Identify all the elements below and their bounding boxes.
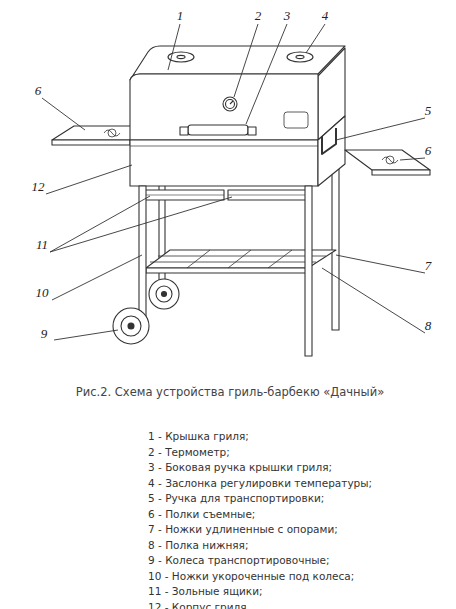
parts-list-item: 2 - Термометр; [148,446,230,459]
callout-number: 9 [41,326,48,341]
parts-list-item: 9 - Колеса транспортировочные; [148,554,330,567]
right-shelf [345,150,430,170]
grill-body [130,140,318,186]
ash-drawer-rim [140,195,224,196]
right-shelf-logo [382,156,398,164]
callout-number: 5 [425,103,432,118]
front-right-leg [305,186,312,356]
lid-handle [188,125,248,135]
callout-number: 6 [35,83,42,98]
callout-number: 10 [36,285,49,300]
back-wheel-hub [156,286,172,302]
callout-number: 7 [425,258,432,273]
lid-front [130,74,318,140]
front-wheel-axle [128,323,134,329]
left-shelf [52,126,142,140]
callout-number: 4 [322,8,329,23]
parts-list-item: 10 - Ножки укороченные под колеса; [148,570,354,583]
lower-shelf-edge [146,268,308,273]
ash-drawer [140,190,224,200]
parts-list-item: 4 - Заслонка регулировки температуры; [148,477,372,490]
ash-drawer-rim [228,195,308,196]
transport-handle [322,128,336,154]
callout-number: 3 [284,8,291,23]
parts-list-item: 8 - Полка нижняя; [148,539,248,552]
callout-number: 6 [425,143,432,158]
callout-number: 8 [425,318,432,333]
leader-lines [42,24,425,340]
front-wheel [113,308,149,344]
parts-list-item: 7 - Ножки удлиненные с опорами; [148,523,338,536]
back-right-leg [332,160,339,330]
thermometer-dial [226,100,235,109]
left-shelf-logo [104,129,120,137]
parts-list-item: 3 - Боковая ручка крышки гриля; [148,461,332,474]
parts-list-item: 11 - Зольные ящики; [148,585,263,598]
parts-list-item: 12 - Корпус гриля. [148,601,250,609]
thermometer-needle [230,101,233,104]
body-seam [130,146,318,147]
lid-handle-bracket [180,127,188,135]
front-left-leg [139,186,146,316]
ash-drawer [228,190,308,200]
vents [168,52,313,62]
back-wheel-axle [162,292,167,297]
parts-list-item: 6 - Полки съемные; [148,508,255,521]
left-shelf-edge [52,140,130,145]
parts-list-item: 1 - Крышка гриля; [148,430,249,443]
thermometer [223,97,237,111]
callout-number: 2 [255,8,262,23]
back-wheel [149,279,179,309]
lid-logo [284,112,308,128]
callout-number: 1 [177,8,184,23]
parts-list-item: 5 - Ручка для транспортировки; [148,492,324,505]
callout-number: 12 [32,179,45,194]
grill-body-side [318,116,345,186]
lid-handle-bracket [248,127,256,135]
front-wheel-hub [121,316,141,336]
figure-caption: Рис.2. Схема устройства гриль-барбекю «Д… [76,385,384,399]
callout-number: 11 [36,237,48,252]
lower-shelf-grid [150,250,326,268]
right-shelf-edge [372,170,430,175]
